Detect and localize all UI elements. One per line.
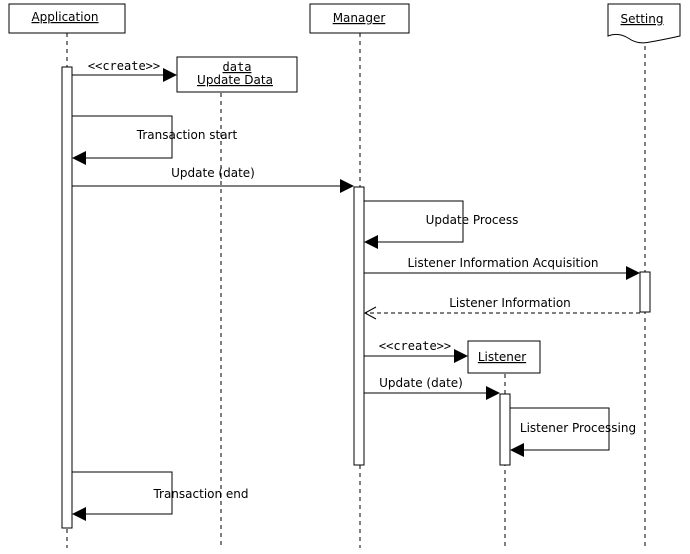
create-listener-message[interactable]: <<create>> [364, 339, 468, 363]
transaction-end-label: Transaction end [152, 487, 248, 501]
manager-participant[interactable]: Manager [309, 3, 410, 34]
update-date-label-2: Update (date) [379, 376, 463, 390]
application-label: Application [31, 10, 98, 24]
listener-label: Listener [478, 350, 526, 364]
update-data-label: Update Data [197, 73, 273, 87]
create-listener-label: <<create>> [379, 339, 451, 353]
application-activation [61, 66, 73, 529]
application-participant[interactable]: Application [8, 3, 126, 34]
listener-participant[interactable]: Listener [467, 340, 541, 374]
data-stereotype-label: data [223, 60, 252, 74]
setting-label: Setting [621, 12, 664, 26]
setting-activation [639, 271, 651, 313]
transaction-end-message[interactable]: Transaction end [72, 471, 249, 521]
listener-info-label: Listener Information [449, 296, 571, 310]
update-date-message-1[interactable]: Update (date) [72, 166, 354, 193]
create-data-message[interactable]: <<create>> [72, 59, 177, 82]
listener-info-acquisition-label: Listener Information Acquisition [407, 256, 598, 270]
update-date-message-2[interactable]: Update (date) [364, 376, 500, 400]
transaction-start-label: Transaction start [136, 128, 238, 142]
listener-activation [499, 393, 511, 466]
transaction-start-message[interactable]: Transaction start [72, 115, 238, 165]
update-date-label-1: Update (date) [171, 166, 255, 180]
manager-label: Manager [333, 11, 386, 25]
setting-participant[interactable]: Setting [607, 3, 681, 44]
update-data-participant[interactable]: data Update Data [176, 56, 298, 93]
create-data-label: <<create>> [88, 59, 160, 73]
listener-processing-message[interactable]: Listener Processing [510, 407, 636, 457]
listener-info-acquisition-message[interactable]: Listener Information Acquisition [364, 256, 640, 280]
update-process-message[interactable]: Update Process [364, 200, 519, 249]
update-process-label: Update Process [426, 213, 519, 227]
listener-info-return-message[interactable]: Listener Information [363, 296, 640, 320]
manager-activation [353, 186, 365, 466]
listener-processing-label: Listener Processing [520, 421, 636, 435]
